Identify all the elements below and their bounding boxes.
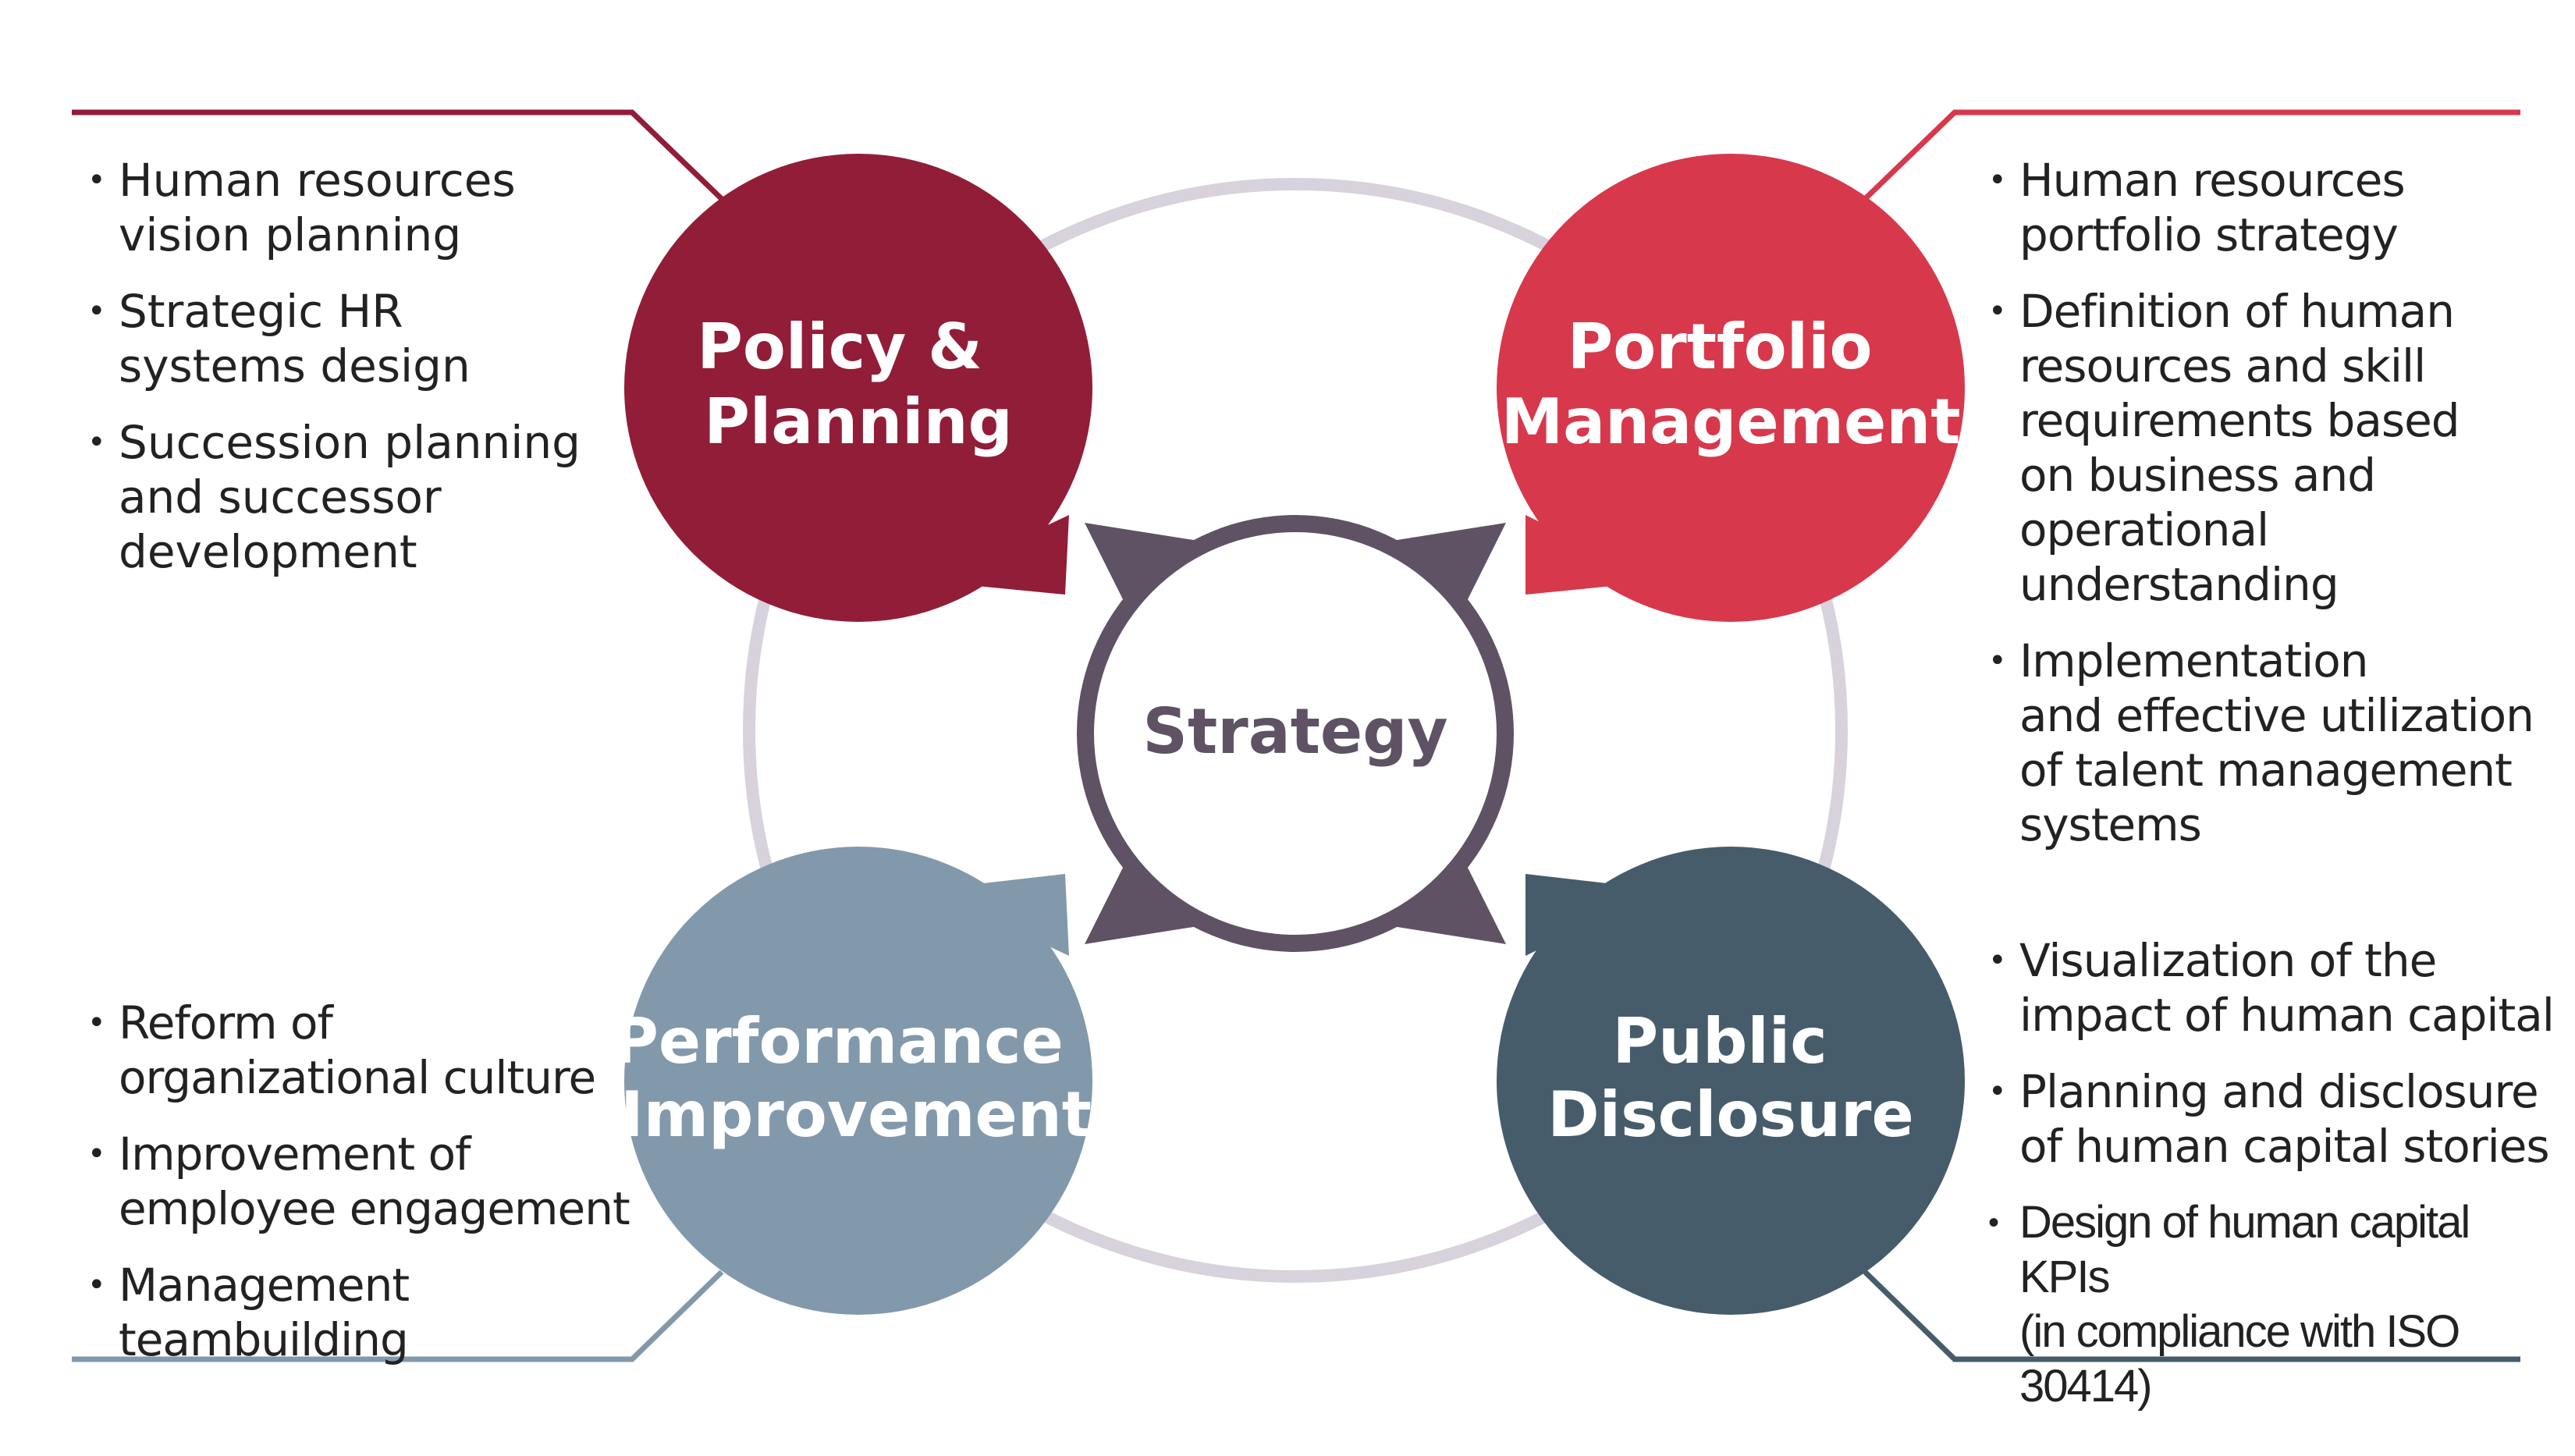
bubble-portfolio-management: [1497, 154, 1965, 622]
list-public-disclosure: Visualization of the impact of human cap…: [1988, 933, 2566, 1436]
title-performance-improvement-line-2: Improvement: [620, 1078, 1092, 1151]
title-public-disclosure: Public Disclosure: [1547, 1005, 1914, 1151]
outer-ring: [743, 178, 1848, 1283]
bubble-policy-planning: [624, 154, 1092, 622]
list-performance-improvement: Reform of organizational culture Improve…: [87, 996, 680, 1389]
title-policy-planning-line-2: Planning: [704, 385, 1013, 458]
list-item: Implementation and effective utilization…: [1988, 634, 2566, 852]
title-portfolio-management-line-2: Management: [1501, 385, 1961, 458]
strategy-label: Strategy: [1142, 695, 1447, 768]
connector-line-top-right: [1863, 109, 2520, 201]
list-item: Visualization of the impact of human cap…: [1988, 933, 2566, 1042]
list-item: Succession planning and successor develo…: [87, 415, 634, 579]
title-policy-planning-line-1: Policy &: [697, 311, 982, 383]
bubble-public-disclosure: [1497, 847, 1965, 1315]
title-public-disclosure-line-2: Disclosure: [1547, 1078, 1914, 1151]
title-portfolio-management: Portfolio Management: [1501, 311, 1961, 458]
list-item: Human resources vision planning: [87, 153, 634, 262]
list-item: Design of human capital KPIs (in complia…: [1988, 1195, 2566, 1414]
title-portfolio-management-line-1: Portfolio: [1568, 311, 1873, 383]
connector-line-top-left: [72, 109, 724, 201]
list-item: Human resources portfolio strategy: [1988, 153, 2566, 262]
list-item: Definition of human resources and skill …: [1988, 284, 2566, 612]
title-performance-improvement: Performance Improvement: [613, 1005, 1092, 1151]
list-portfolio-management: Human resources portfolio strategy Defin…: [1988, 153, 2566, 874]
bubble-performance-improvement: [624, 847, 1092, 1315]
list-item: Reform of organizational culture: [87, 996, 680, 1105]
strategy-hub: [1077, 515, 1514, 952]
title-policy-planning: Policy & Planning: [697, 311, 1013, 458]
list-item: Management teambuilding: [87, 1258, 680, 1367]
list-item: Improvement of employee engagement: [87, 1127, 680, 1236]
list-policy-planning: Human resources vision planning Strategi…: [87, 153, 634, 601]
list-item: Strategic HR systems design: [87, 284, 634, 393]
title-public-disclosure-line-1: Public: [1613, 1005, 1827, 1078]
title-performance-improvement-line-1: Performance: [613, 1005, 1064, 1078]
list-item: Planning and disclosure of human capital…: [1988, 1064, 2566, 1174]
